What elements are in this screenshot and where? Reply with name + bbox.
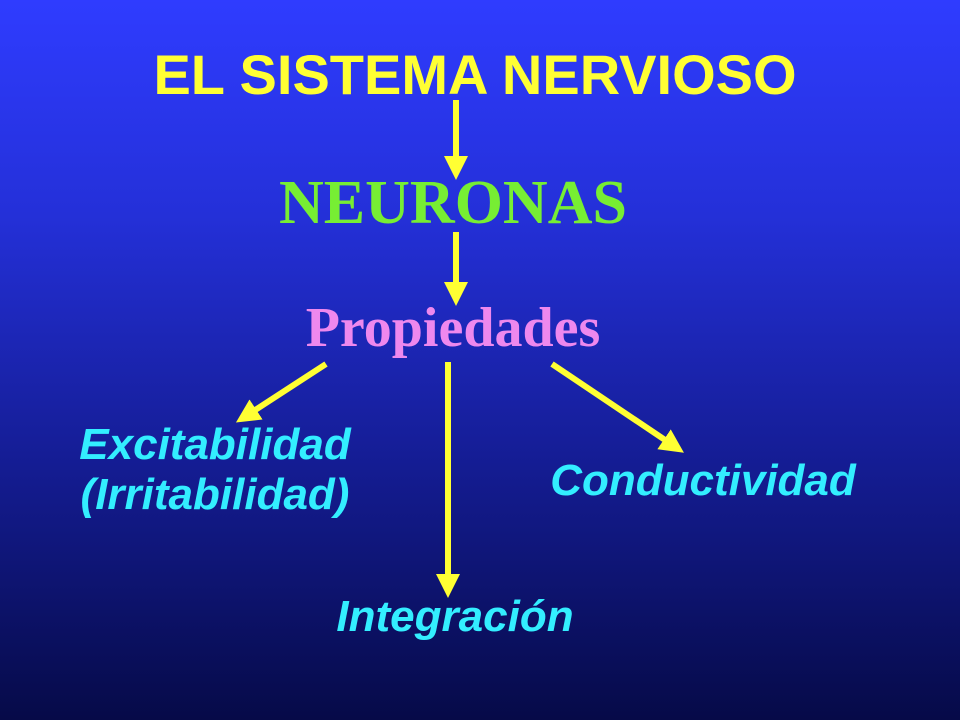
irritabilidad-label: (Irritabilidad): [80, 470, 350, 519]
diagram-title: EL SISTEMA NERVIOSO: [153, 43, 797, 106]
neuronas-node: NEURONAS: [279, 169, 627, 237]
arrow-to-excitabilidad: [235, 361, 328, 423]
conductividad-node: Conductividad: [550, 456, 856, 505]
propiedades-node: Propiedades: [305, 297, 601, 359]
excitabilidad-node: Excitabilidad (Irritabilidad): [20, 420, 410, 520]
excitabilidad-label: Excitabilidad: [79, 420, 351, 469]
arrow-to-conductividad: [550, 361, 684, 453]
integracion-node: Integración: [336, 592, 574, 641]
